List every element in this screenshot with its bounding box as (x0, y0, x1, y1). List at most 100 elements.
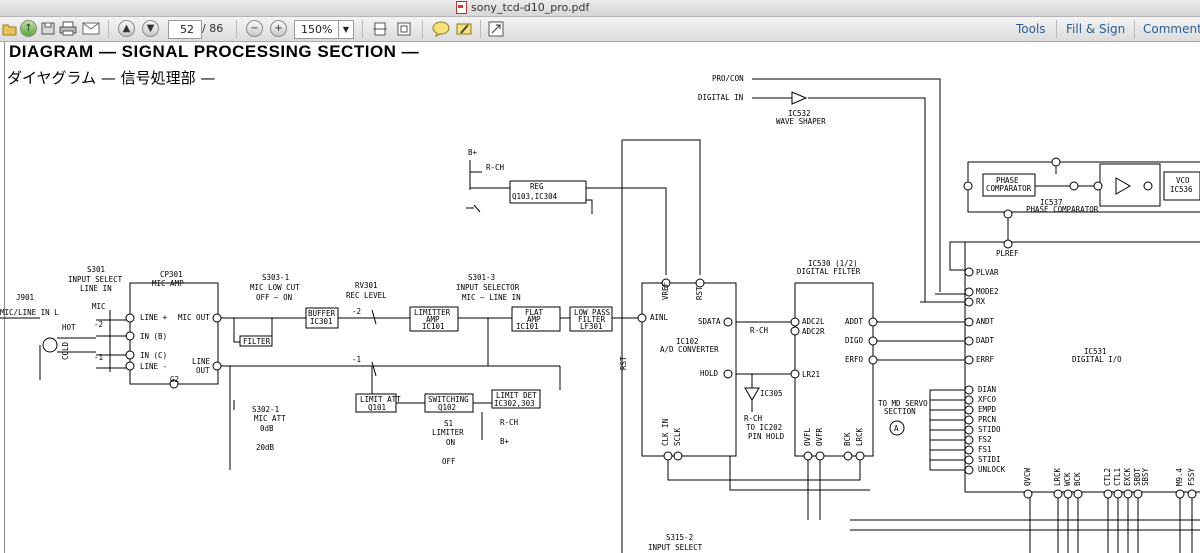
label-q101: Q101 (368, 403, 386, 412)
label-s301-3: S301-3 (468, 273, 495, 282)
label-amp2: AMP (527, 315, 541, 324)
label-input-select: INPUT SELECT (68, 275, 123, 284)
label-phase: PHASE (996, 176, 1019, 185)
save-icon (41, 22, 55, 35)
label-sclk: SCLK (673, 427, 682, 446)
label-m1: -1 (94, 353, 103, 362)
toolbar-separator (236, 20, 237, 38)
open-folder-button[interactable] (2, 20, 18, 37)
label-bplus2: B+ (500, 437, 510, 446)
label-vco: VCO (1176, 176, 1190, 185)
label-minus2: -2 (352, 307, 361, 316)
expand-icon (488, 21, 504, 36)
label-q102: Q102 (438, 403, 456, 412)
label-amp: AMP (426, 315, 440, 324)
label-phase-comparator: PHASE COMPARATOR (1026, 205, 1099, 214)
window-titlebar: sony_tcd-d10_pro.pdf (0, 0, 1200, 17)
comment-icon (432, 21, 450, 37)
fill-sign-button[interactable]: Fill & Sign (1066, 22, 1126, 36)
label-input-select-2: INPUT SELECT (648, 543, 703, 552)
label-clk-in: CLK IN (661, 419, 670, 446)
label-low-pass: LOW PASS (574, 308, 611, 317)
label-s303: S303-1 (262, 273, 289, 282)
label-rv301: RV301 (355, 281, 378, 290)
label-lrck2: LRCK (1053, 467, 1062, 486)
label-mic-line-in: MIC/LINE IN L (0, 308, 59, 317)
window-title: sony_tcd-d10_pro.pdf (456, 1, 589, 14)
label-sbsy: SBSY (1141, 467, 1150, 486)
cloud-button[interactable]: ↑ (20, 20, 37, 37)
label-erfo: ERFO (845, 355, 864, 364)
label-s301: S301 (87, 265, 105, 274)
fit-width-button[interactable] (372, 20, 388, 37)
connector-a-marker (889, 420, 905, 436)
label-ic537: IC537 (1040, 198, 1063, 207)
label-switching: SWITCHING (428, 395, 469, 404)
schematic-wires (0, 78, 1200, 553)
label-digital-io: DIGITAL I/O (1072, 355, 1122, 364)
zoom-in-button[interactable]: + (270, 20, 287, 37)
label-in-c: IN (C) (140, 351, 167, 360)
comment-button[interactable] (432, 20, 450, 37)
label-prcn: PRCN (978, 415, 996, 424)
label-reg: REG (530, 182, 544, 191)
fit-page-icon (397, 22, 411, 35)
zoom-out-button[interactable]: − (246, 20, 263, 37)
label-rec-level: REC LEVEL (346, 291, 387, 300)
print-icon (59, 21, 77, 36)
folder-open-icon (2, 24, 17, 35)
zoom-select[interactable]: 150% ▼ (294, 20, 354, 39)
label-limitter: LIMITTER (414, 308, 451, 317)
schematic-diagram: PRO/CON DIGITAL IN IC532 WAVE SHAPER B+ … (0, 74, 1200, 553)
pin-markers (125, 157, 1197, 499)
label-ic532: IC532 (788, 109, 811, 118)
label-ctl2: CTL2 (1103, 468, 1112, 486)
label-hold: HOLD (700, 369, 719, 378)
page-number-input[interactable]: 52 (168, 20, 202, 39)
label-filter: FILTER (243, 337, 271, 346)
label-ic530: IC530 (1/2) (808, 259, 858, 268)
label-line-plus: LINE + (140, 313, 168, 322)
arrow-down-icon: ▼ (142, 20, 159, 37)
label-mic-line-in-2: MIC — LINE IN (462, 293, 521, 302)
label-lrck: LRCK (855, 427, 864, 446)
previous-page-button[interactable]: ▲ (118, 20, 135, 37)
label-ainl: AINL (650, 313, 669, 322)
label-addt: ADDT (845, 317, 864, 326)
toolbar-separator (108, 20, 109, 38)
label-ad-converter: A/D CONVERTER (660, 345, 719, 354)
label-0db: 0dB (260, 424, 274, 433)
label-mic-out: MIC OUT (178, 313, 210, 322)
label-ic302: IC302,303 (494, 399, 535, 408)
label-line-minus: LINE - (140, 362, 167, 371)
label-off-on: OFF — ON (256, 293, 292, 302)
label-qvcw: QVCW (1023, 467, 1032, 486)
label-fssy: FSSY (1187, 467, 1196, 486)
expand-button[interactable] (488, 20, 504, 37)
comment-pane-button[interactable]: Comment (1143, 22, 1200, 36)
save-button[interactable] (40, 20, 56, 37)
tools-button[interactable]: Tools (1016, 22, 1046, 36)
label-fs1: FS1 (978, 445, 992, 454)
label-lr21: LR21 (802, 370, 820, 379)
email-button[interactable] (82, 20, 100, 37)
toolbar-separator (1134, 20, 1135, 38)
label-rch3: R-CH (744, 414, 763, 423)
page-edge (4, 42, 5, 553)
label-bck2: BCK (1073, 472, 1082, 486)
label-to-ic202: TO IC202 (746, 423, 782, 432)
label-m2: -2 (94, 320, 103, 329)
label-ic102: IC102 (676, 337, 699, 346)
next-page-button[interactable]: ▼ (142, 20, 159, 37)
label-mic-amp: MIC AMP (152, 279, 184, 288)
print-button[interactable] (59, 20, 77, 37)
label-ovfr: OVFR (815, 427, 824, 446)
label-20db: 20dB (256, 443, 275, 452)
label-fs2: FS2 (978, 435, 992, 444)
label-ic101b: IC101 (516, 322, 539, 331)
label-mic-low-cut: MIC LOW CUT (250, 283, 300, 292)
highlight-button[interactable] (455, 20, 473, 37)
label-errf: ERRF (976, 355, 995, 364)
fit-page-button[interactable] (396, 20, 412, 37)
toolbar-separator (480, 20, 481, 38)
